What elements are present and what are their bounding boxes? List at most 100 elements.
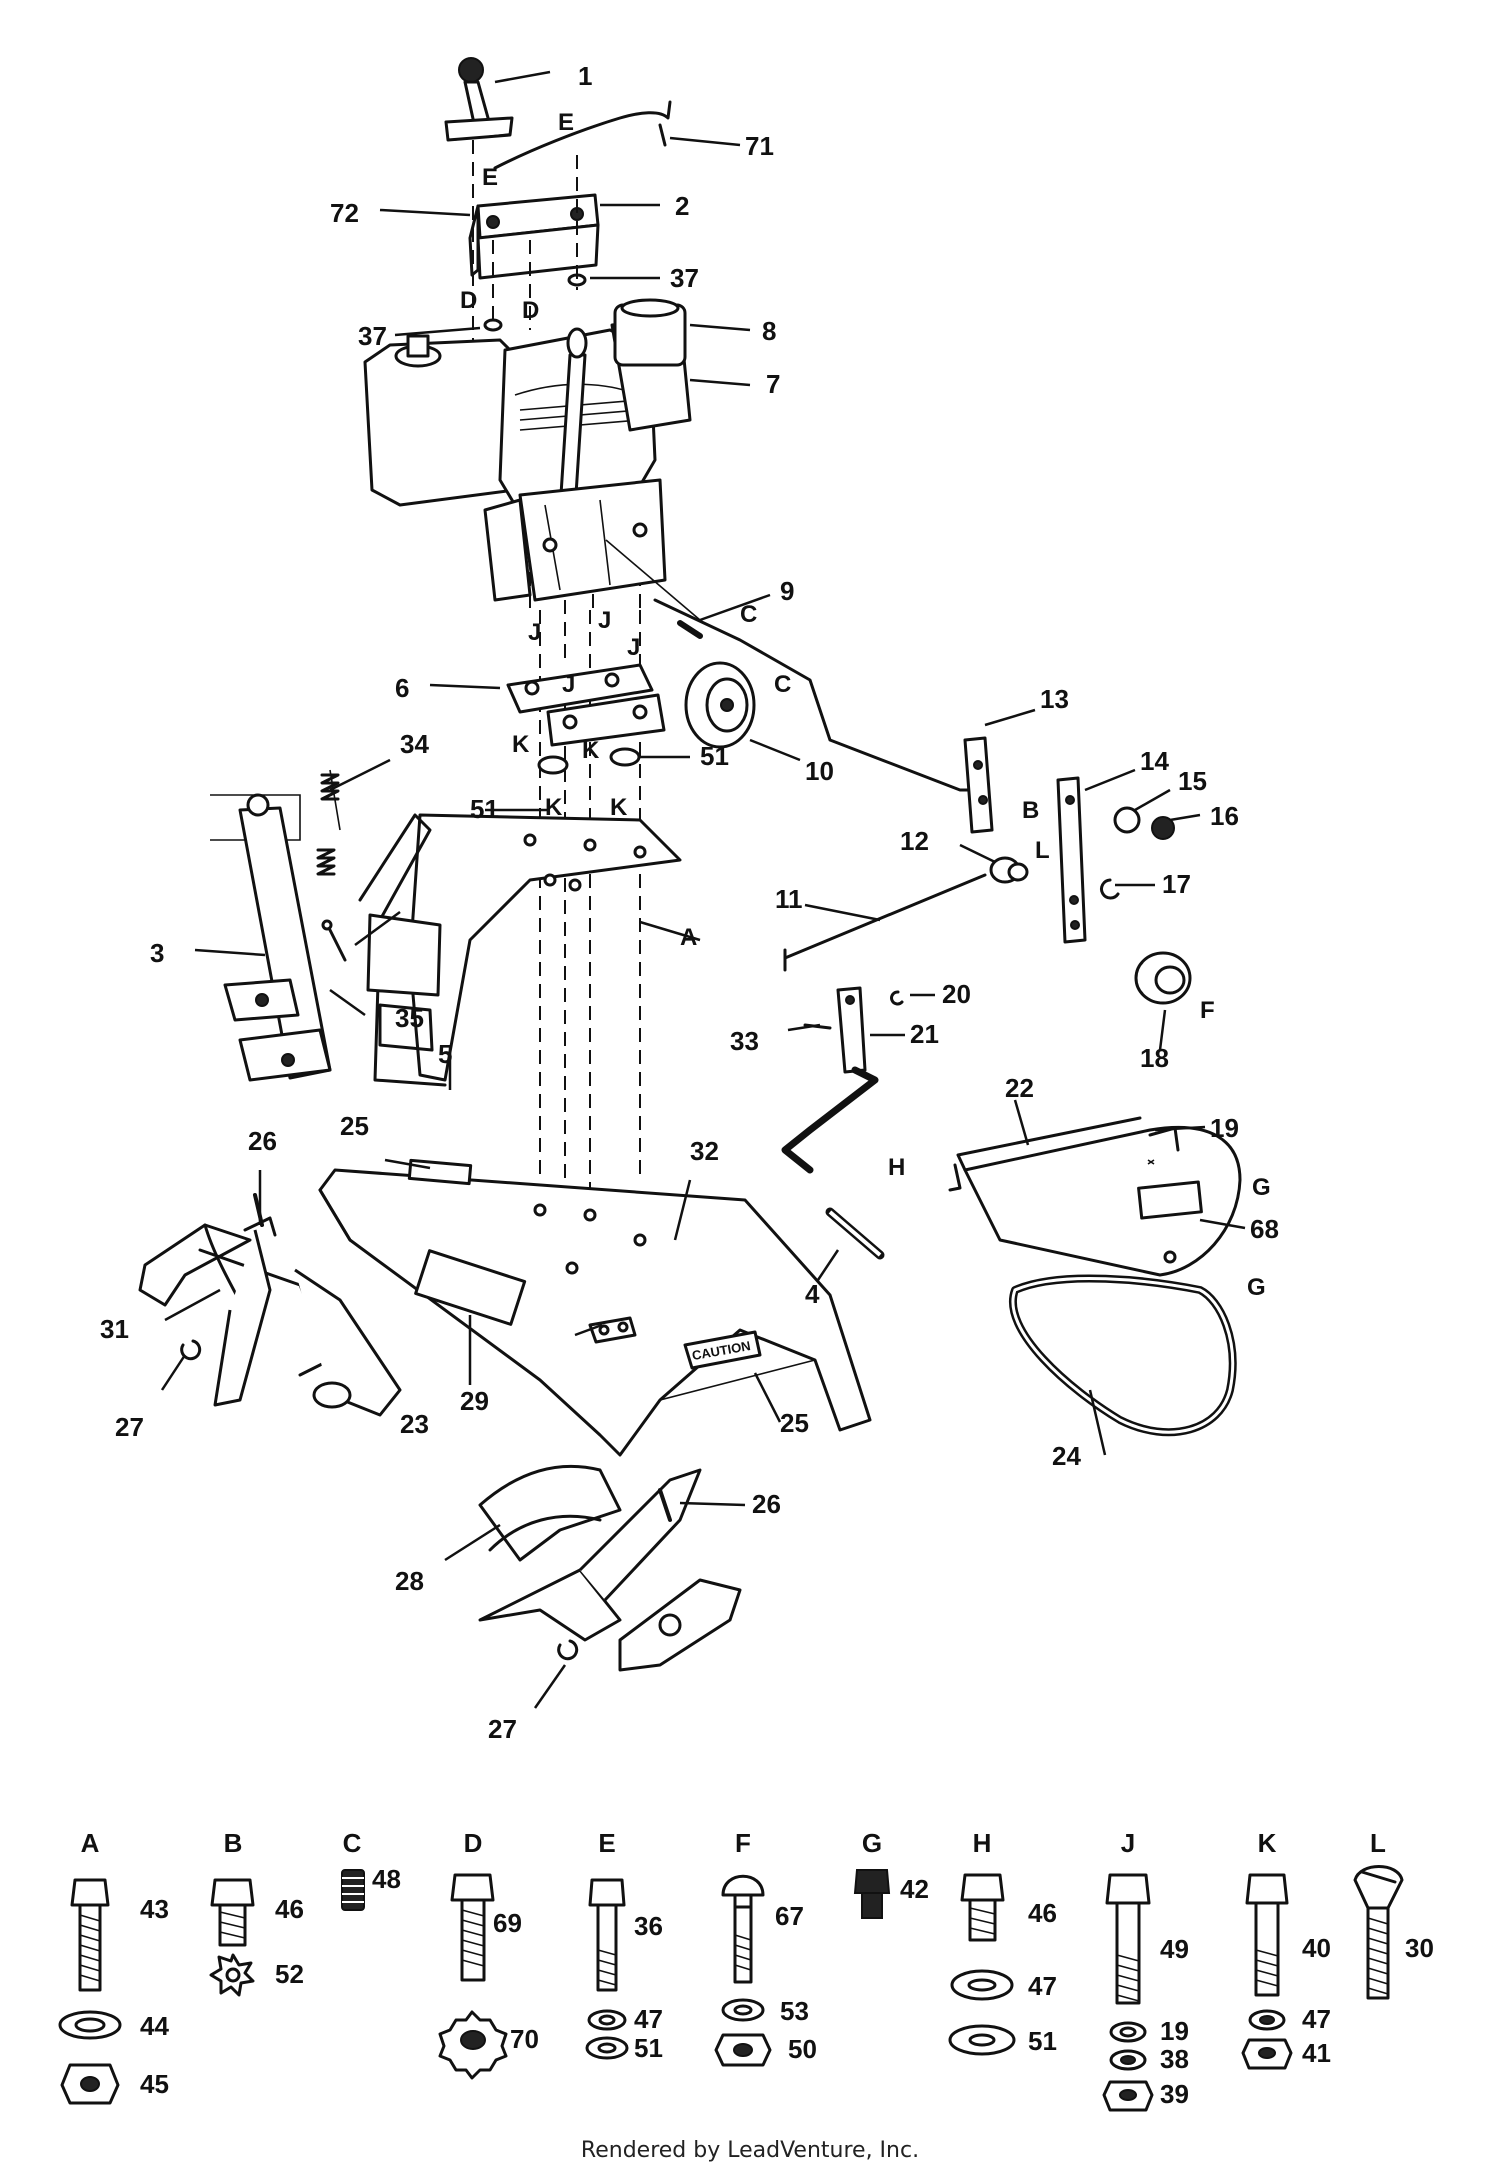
callout-2: 2 bbox=[675, 191, 689, 221]
callout-37-lower: 37 bbox=[358, 321, 387, 351]
callout-20: 20 bbox=[942, 979, 971, 1009]
callout-19: 19 bbox=[1210, 1113, 1239, 1143]
letter-D-right: D bbox=[522, 297, 539, 324]
depth-stake-assembly bbox=[210, 769, 347, 1082]
hardware-part-52: 52 bbox=[275, 1959, 304, 1989]
hardware-letter-B: B bbox=[224, 1828, 243, 1858]
hardware-part-42: 42 bbox=[900, 1874, 929, 1904]
hardware-group-B: B 46 52 bbox=[209, 1828, 304, 1997]
callout-29: 29 bbox=[460, 1386, 489, 1416]
letter-H: H bbox=[888, 1154, 905, 1181]
letter-J-1: J bbox=[528, 619, 541, 646]
letter-G-upper: G bbox=[1252, 1174, 1271, 1201]
footer-credit: Rendered by LeadVenture, Inc. bbox=[580, 2138, 920, 2163]
hardware-part-45: 45 bbox=[140, 2069, 169, 2099]
callout-32: 32 bbox=[690, 1136, 719, 1166]
drive-linkage bbox=[653, 598, 1192, 1260]
hardware-group-D: D 69 70 bbox=[438, 1828, 539, 2080]
drive-belt bbox=[1009, 1274, 1237, 1437]
letter-K-3: K bbox=[545, 794, 563, 821]
hardware-part-30: 30 bbox=[1405, 1933, 1434, 1963]
letter-D-left: D bbox=[460, 287, 477, 314]
callout-numbers: 1 71 72 2 37 37 8 7 9 6 51 51 10 34 13 1… bbox=[100, 61, 1279, 1744]
hardware-letter-L: L bbox=[1370, 1828, 1386, 1858]
letter-G-lower: G bbox=[1247, 1274, 1266, 1301]
hardware-key: A 43 44 45 B 46 52 C 48 bbox=[58, 1828, 1434, 2112]
callout-11: 11 bbox=[775, 884, 803, 914]
callout-1: 1 bbox=[578, 61, 592, 91]
letter-C-upper: C bbox=[740, 601, 757, 628]
callout-17: 17 bbox=[1162, 869, 1191, 899]
hardware-group-L: L 30 bbox=[1353, 1828, 1434, 2000]
letter-K-2: K bbox=[582, 737, 600, 764]
hardware-letter-A: A bbox=[81, 1828, 100, 1858]
callout-27-left: 27 bbox=[115, 1412, 144, 1442]
reference-letters: E E D D C C J J J J K K K K A B L F H G … bbox=[460, 109, 1271, 1301]
hardware-part-47-E: 47 bbox=[634, 2004, 663, 2034]
hardware-group-G: G 42 bbox=[853, 1828, 929, 1919]
callout-72: 72 bbox=[330, 198, 359, 228]
hardware-group-A: A 43 44 45 bbox=[58, 1828, 169, 2105]
hardware-part-39: 39 bbox=[1160, 2079, 1189, 2109]
right-tine-assembly bbox=[478, 1464, 742, 1672]
hardware-group-E: E 36 47 51 bbox=[585, 1828, 663, 2063]
hardware-part-40: 40 bbox=[1302, 1933, 1331, 1963]
hardware-part-69: 69 bbox=[493, 1908, 522, 1938]
callout-26-left: 26 bbox=[248, 1126, 277, 1156]
transmission-mount bbox=[358, 813, 682, 1087]
callout-4: 4 bbox=[805, 1279, 820, 1309]
hardware-group-F: F 67 53 50 bbox=[714, 1828, 817, 2067]
callout-35: 35 bbox=[395, 1003, 424, 1033]
letter-C-lower: C bbox=[774, 671, 791, 698]
hardware-letter-G: G bbox=[862, 1828, 882, 1858]
callout-8: 8 bbox=[762, 316, 776, 346]
left-tine-assembly bbox=[138, 1193, 402, 1417]
callout-5: 5 bbox=[438, 1039, 452, 1069]
callout-10: 10 bbox=[805, 756, 834, 786]
letter-K-1: K bbox=[512, 731, 530, 758]
hardware-part-44: 44 bbox=[140, 2011, 169, 2041]
letter-E-top: E bbox=[558, 109, 574, 136]
hardware-part-47-K: 47 bbox=[1302, 2004, 1331, 2034]
shift-lever-assembly bbox=[444, 57, 672, 332]
hardware-letter-K: K bbox=[1258, 1828, 1277, 1858]
hardware-part-36: 36 bbox=[634, 1911, 663, 1941]
hardware-part-46-H: 46 bbox=[1028, 1898, 1057, 1928]
hardware-part-48: 48 bbox=[372, 1864, 401, 1894]
callout-22: 22 bbox=[1005, 1073, 1034, 1103]
tine-shield: CAUTION bbox=[318, 1158, 872, 1457]
leader-lines bbox=[160, 70, 1246, 1709]
callout-28: 28 bbox=[395, 1566, 424, 1596]
hardware-letter-D: D bbox=[464, 1828, 483, 1858]
callout-9: 9 bbox=[780, 576, 794, 606]
callout-51-right: 51 bbox=[700, 741, 729, 771]
hardware-part-50: 50 bbox=[788, 2034, 817, 2064]
hardware-group-H: H 46 47 51 bbox=[948, 1828, 1057, 2056]
callout-3: 3 bbox=[150, 938, 164, 968]
callout-23: 23 bbox=[400, 1409, 429, 1439]
belt-guard bbox=[948, 1116, 1242, 1277]
callout-7: 7 bbox=[766, 369, 780, 399]
letter-L: L bbox=[1035, 837, 1050, 864]
hardware-letter-H: H bbox=[973, 1828, 992, 1858]
letter-B: B bbox=[1022, 797, 1039, 824]
callout-16: 16 bbox=[1210, 801, 1239, 831]
hardware-part-43: 43 bbox=[140, 1894, 169, 1924]
hardware-letter-J: J bbox=[1121, 1828, 1135, 1858]
hardware-letter-F: F bbox=[735, 1828, 751, 1858]
callout-21: 21 bbox=[910, 1019, 939, 1049]
callout-6: 6 bbox=[395, 673, 409, 703]
mounting-plates bbox=[506, 663, 666, 775]
callout-25-lower: 25 bbox=[780, 1408, 809, 1438]
callout-33: 33 bbox=[730, 1026, 759, 1056]
hardware-group-C: C 48 bbox=[341, 1828, 401, 1911]
hardware-part-53: 53 bbox=[780, 1996, 809, 2026]
hardware-part-49: 49 bbox=[1160, 1934, 1189, 1964]
callout-25-upper: 25 bbox=[340, 1111, 369, 1141]
hardware-part-51-H: 51 bbox=[1028, 2026, 1057, 2056]
hardware-part-47-H: 47 bbox=[1028, 1971, 1057, 2001]
callout-26-right: 26 bbox=[752, 1489, 781, 1519]
callout-34: 34 bbox=[400, 729, 429, 759]
callout-18: 18 bbox=[1140, 1043, 1169, 1073]
